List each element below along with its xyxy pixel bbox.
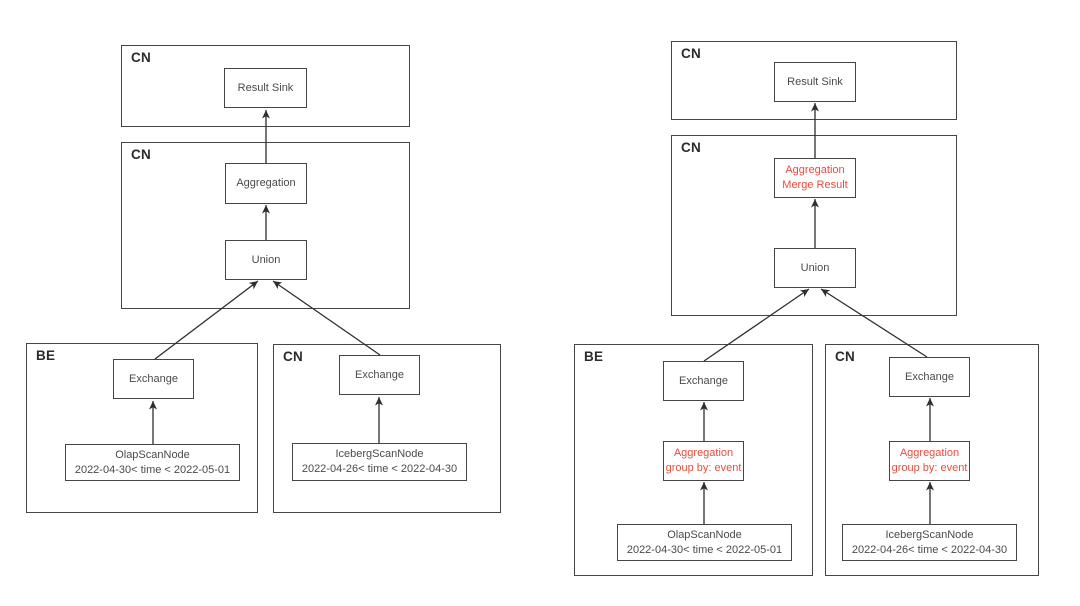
- container-label: BE: [36, 348, 56, 363]
- node-label: Union: [800, 261, 830, 274]
- right-cn-mid-container: CN: [671, 135, 957, 316]
- left-be-bottom-container: BE: [26, 343, 258, 513]
- node-exchange-cn: Exchange: [339, 355, 420, 395]
- node-label-line: IcebergScanNode: [335, 448, 424, 460]
- node-label: Result Sink: [237, 81, 294, 94]
- node-label-line: group by: event: [665, 462, 742, 474]
- node-label: Union: [251, 253, 281, 266]
- node-aggregation-group-by-be: Aggregation group by: event: [663, 441, 744, 481]
- node-label-line: IcebergScanNode: [885, 528, 974, 541]
- node-label: Aggregation: [236, 177, 296, 189]
- node-label-line: OlapScanNode: [667, 528, 742, 541]
- container-label: BE: [584, 349, 604, 364]
- node-union: Union: [774, 248, 856, 288]
- node-olap-scan: OlapScanNode 2022-04-30< time < 2022-05-…: [617, 524, 792, 561]
- node-exchange-cn: Exchange: [889, 357, 970, 397]
- node-label: Exchange: [129, 372, 178, 385]
- container-label: CN: [681, 140, 702, 155]
- node-label-line: 2022-04-30< time < 2022-05-01: [74, 463, 231, 476]
- container-label: CN: [283, 349, 304, 364]
- node-label-line: Aggregation: [673, 447, 734, 459]
- container-label: CN: [835, 349, 856, 364]
- node-aggregation-merge-result: Aggregation Merge Result: [774, 158, 856, 198]
- node-label: Exchange: [355, 368, 404, 381]
- node-result-sink: Result Sink: [774, 62, 856, 102]
- node-label-line: Merge Result: [782, 179, 848, 191]
- node-union: Union: [225, 240, 307, 280]
- node-result-sink: Result Sink: [224, 68, 307, 108]
- node-label-line: 2022-04-26< time < 2022-04-30: [301, 463, 458, 475]
- node-iceberg-scan: IcebergScanNode 2022-04-26< time < 2022-…: [842, 524, 1017, 561]
- node-label: Exchange: [905, 370, 954, 383]
- container-label: CN: [681, 46, 702, 61]
- node-exchange-be: Exchange: [663, 361, 744, 401]
- right-be-bottom-container: BE: [574, 344, 813, 576]
- node-label-line: 2022-04-26< time < 2022-04-30: [851, 543, 1008, 556]
- node-label-line: OlapScanNode: [115, 448, 190, 461]
- node-exchange-be: Exchange: [113, 359, 194, 399]
- right-cn-top-container: CN: [671, 41, 957, 120]
- node-label-line: 2022-04-30< time < 2022-05-01: [626, 543, 783, 556]
- node-olap-scan: OlapScanNode 2022-04-30< time < 2022-05-…: [65, 444, 240, 481]
- node-label: Result Sink: [787, 75, 843, 88]
- node-aggregation-group-by-cn: Aggregation group by: event: [889, 441, 970, 481]
- node-label-line: Aggregation: [899, 447, 960, 459]
- container-label: CN: [131, 50, 152, 65]
- node-iceberg-scan: IcebergScanNode 2022-04-26< time < 2022-…: [292, 443, 467, 481]
- container-label: CN: [131, 147, 152, 162]
- node-label-line: Aggregation: [785, 164, 845, 176]
- node-label: Exchange: [679, 374, 728, 387]
- node-label-line: group by: event: [891, 462, 968, 474]
- node-aggregation: Aggregation: [225, 163, 307, 204]
